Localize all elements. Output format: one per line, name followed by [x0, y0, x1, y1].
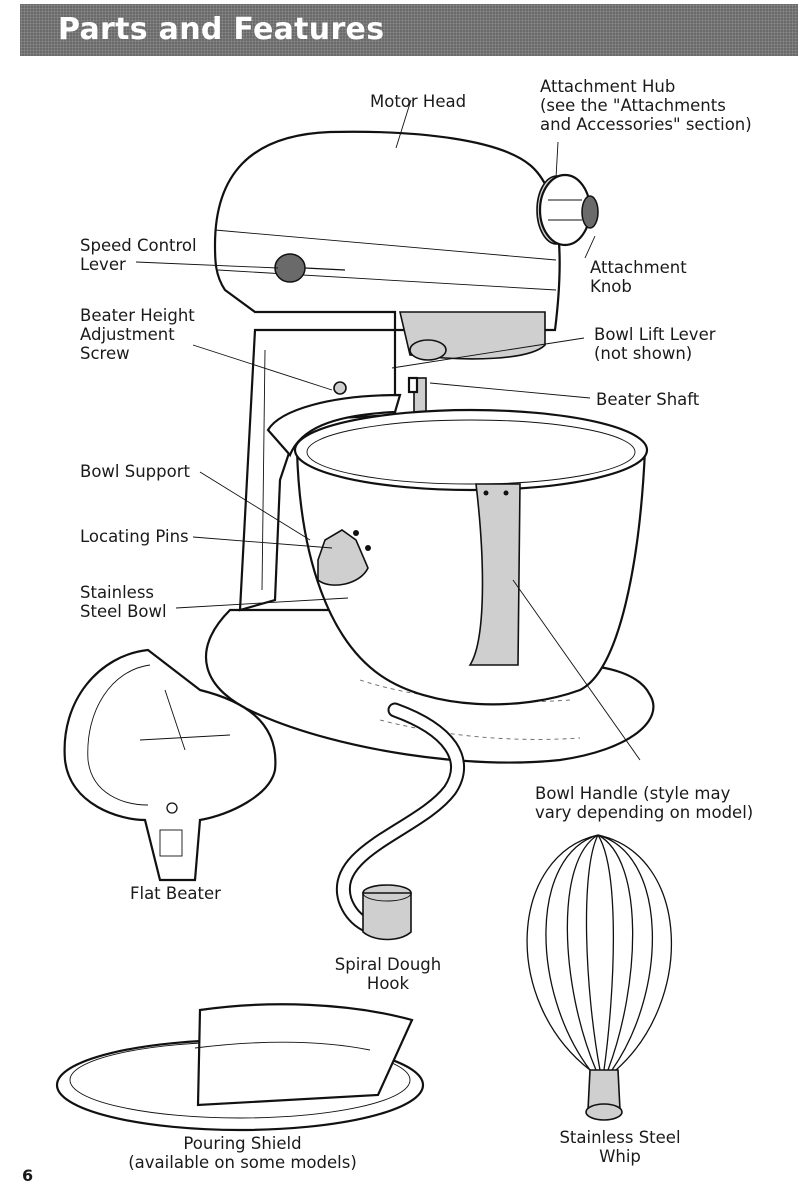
motor-head: [213, 130, 561, 361]
label-stainless-steel-bowl: Stainless Steel Bowl: [80, 583, 167, 621]
leader-lines: [135, 99, 641, 761]
label-bowl-handle: Bowl Handle (style may vary depending on…: [535, 784, 754, 822]
label-motor-head: Motor Head: [370, 92, 467, 111]
flat-beater: [63, 648, 277, 882]
beater-height-screw: [333, 381, 347, 395]
locating-pins: [317, 529, 369, 586]
attachment-hub: [536, 173, 599, 247]
speed-control-lever: [274, 253, 346, 283]
label-speed-control-lever: Speed Control Lever: [80, 236, 197, 274]
page-number: 6: [22, 1166, 34, 1185]
label-beater-shaft: Beater Shaft: [596, 390, 700, 409]
header-banner: Parts and Features: [20, 4, 798, 56]
label-beater-height-screw: Beater Height Adjustment Screw: [80, 306, 195, 363]
label-spiral-dough-hook: Spiral Dough Hook: [334, 955, 442, 993]
bowl-handle: [468, 483, 521, 666]
label-locating-pins: Locating Pins: [80, 527, 189, 546]
label-bowl-lift-lever: Bowl Lift Lever (not shown): [594, 325, 716, 363]
label-attachment-knob: Attachment Knob: [590, 258, 687, 296]
label-stainless-steel-whip: Stainless Steel Whip: [559, 1128, 681, 1166]
label-bowl-support: Bowl Support: [80, 462, 190, 481]
stainless-steel-whip: [526, 834, 673, 1121]
label-attachment-hub: Attachment Hub (see the "Attachments and…: [540, 77, 752, 134]
label-flat-beater: Flat Beater: [130, 884, 221, 903]
label-pouring-shield: Pouring Shield (available on some models…: [128, 1134, 357, 1172]
stainless-steel-bowl: [293, 408, 649, 706]
page-title: Parts and Features: [58, 12, 385, 47]
pouring-shield: [55, 1003, 425, 1132]
spiral-dough-hook: [335, 702, 466, 941]
